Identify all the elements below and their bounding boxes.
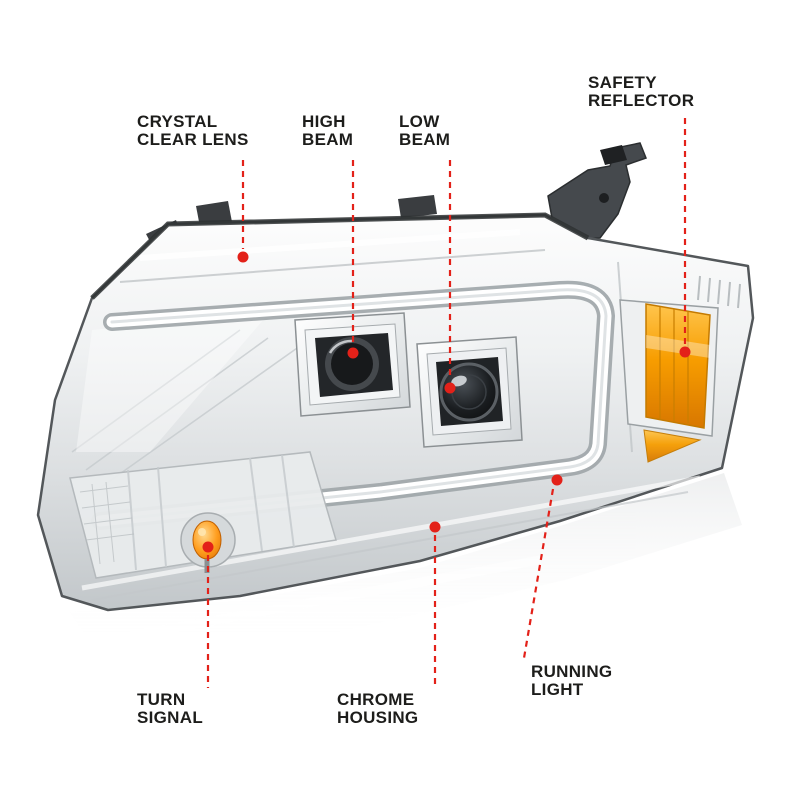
callout-text-line: CRYSTAL [137,112,218,131]
callout-low-beam: LOW BEAM [399,113,450,149]
callout-running-light: RUNNING LIGHT [531,663,612,699]
callout-line-running-light [522,488,555,659]
callout-text-line: BEAM [302,130,354,149]
reflection [70,473,742,652]
amber-reflector [619,299,719,463]
callout-high-beam: HIGH BEAM [302,113,353,149]
callout-crystal-clear-lens: CRYSTAL CLEAR LENS [137,113,249,149]
mount-tab [398,195,437,218]
callout-dot-low-beam [444,382,456,394]
callout-turn-signal: TURN SIGNAL [137,691,203,727]
low-beam-projector [416,336,523,448]
callout-dot-turn-signal [202,541,214,553]
callout-text-line: REFLECTOR [588,91,695,110]
light-bar [91,280,616,530]
callout-dot-high-beam [347,347,359,359]
callout-text-line: SIGNAL [137,708,204,727]
callout-dot-crystal-clear-lens [237,251,249,263]
callout-text-line: SAFETY [588,73,657,92]
callout-text-line: CHROME [337,690,415,709]
callout-dot-safety-reflector [679,346,691,358]
callout-text-line: BEAM [399,130,451,149]
callout-chrome-housing: CHROME HOUSING [337,691,418,727]
callout-dot-chrome-housing [429,521,441,533]
callout-text-line: HIGH [302,112,346,131]
callout-text-line: TURN [137,690,186,709]
callout-dot-running-light [551,474,563,486]
callout-safety-reflector: SAFETY REFLECTOR [588,74,694,110]
callout-text-line: HOUSING [337,708,419,727]
callout-text-line: LOW [399,112,440,131]
callout-text-line: CLEAR LENS [137,130,249,149]
high-beam-projector [294,312,411,417]
callout-text-line: RUNNING [531,662,613,681]
callout-text-line: LIGHT [531,680,584,699]
